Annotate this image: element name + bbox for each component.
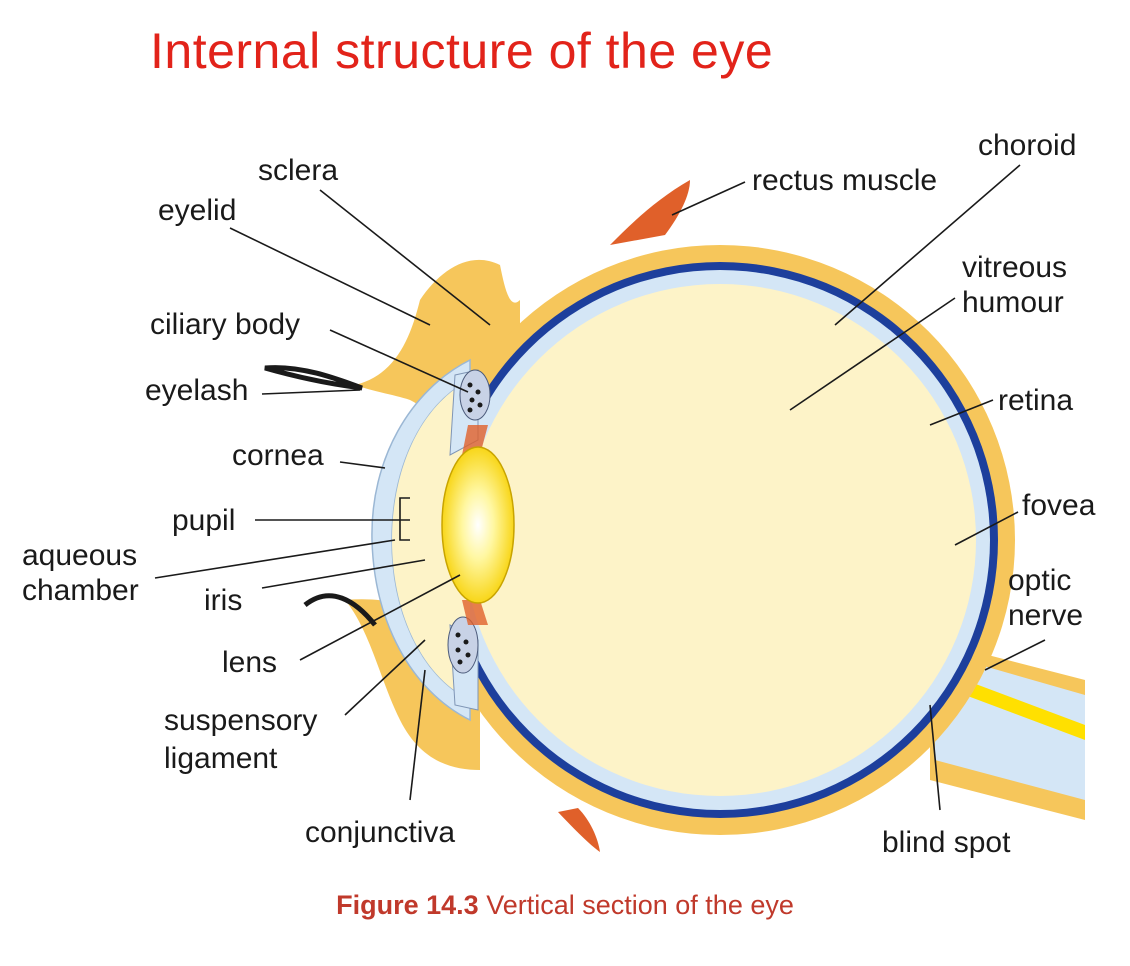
label-choroid: choroid (978, 129, 1076, 162)
vitreous-body (464, 284, 976, 796)
figure-caption-text: Vertical section of the eye (486, 890, 794, 920)
ciliary-dots (455, 382, 483, 665)
aqueous-region (392, 380, 470, 700)
upper-rectus-muscle (610, 180, 690, 245)
suspensory-ligament-lower (462, 600, 488, 625)
page-title: Internal structure of the eye (150, 23, 774, 79)
label-optic: optic (1008, 564, 1071, 597)
upper-eyelash (264, 365, 363, 391)
label-blind-spot: blind spot (882, 826, 1011, 859)
label-rectus-muscle: rectus muscle (752, 164, 937, 197)
label-fovea: fovea (1022, 489, 1096, 522)
label-humour: humour (962, 286, 1064, 319)
label-iris: iris (204, 584, 242, 617)
label-sclera: sclera (258, 154, 338, 187)
label-retina: retina (998, 384, 1073, 417)
label-nerve: nerve (1008, 599, 1083, 632)
label-chamber: chamber (22, 574, 139, 607)
ciliary-body-upper (459, 369, 491, 421)
label-cornea: cornea (232, 439, 324, 472)
label-lens: lens (222, 646, 277, 679)
figure-caption: Figure 14.3 Vertical section of the eye (0, 890, 1130, 921)
label-pupil: pupil (172, 504, 235, 537)
label-eyelid: eyelid (158, 194, 236, 227)
label-aqueous: aqueous (22, 539, 137, 572)
ciliary-body-lower (447, 616, 479, 674)
figure-number: Figure 14.3 (336, 890, 479, 920)
label-vitreous: vitreous (962, 251, 1067, 284)
label-ligament: ligament (164, 742, 278, 775)
label-suspensory: suspensory (164, 704, 317, 737)
label-eyelash: eyelash (145, 374, 248, 407)
lower-rectus-muscle (558, 808, 600, 852)
leader-lines (154, 164, 1046, 811)
label-ciliary-body: ciliary body (150, 308, 300, 341)
lower-eyelash (303, 593, 377, 627)
lens-shape (441, 446, 515, 604)
label-conjunctiva: conjunctiva (305, 816, 455, 849)
